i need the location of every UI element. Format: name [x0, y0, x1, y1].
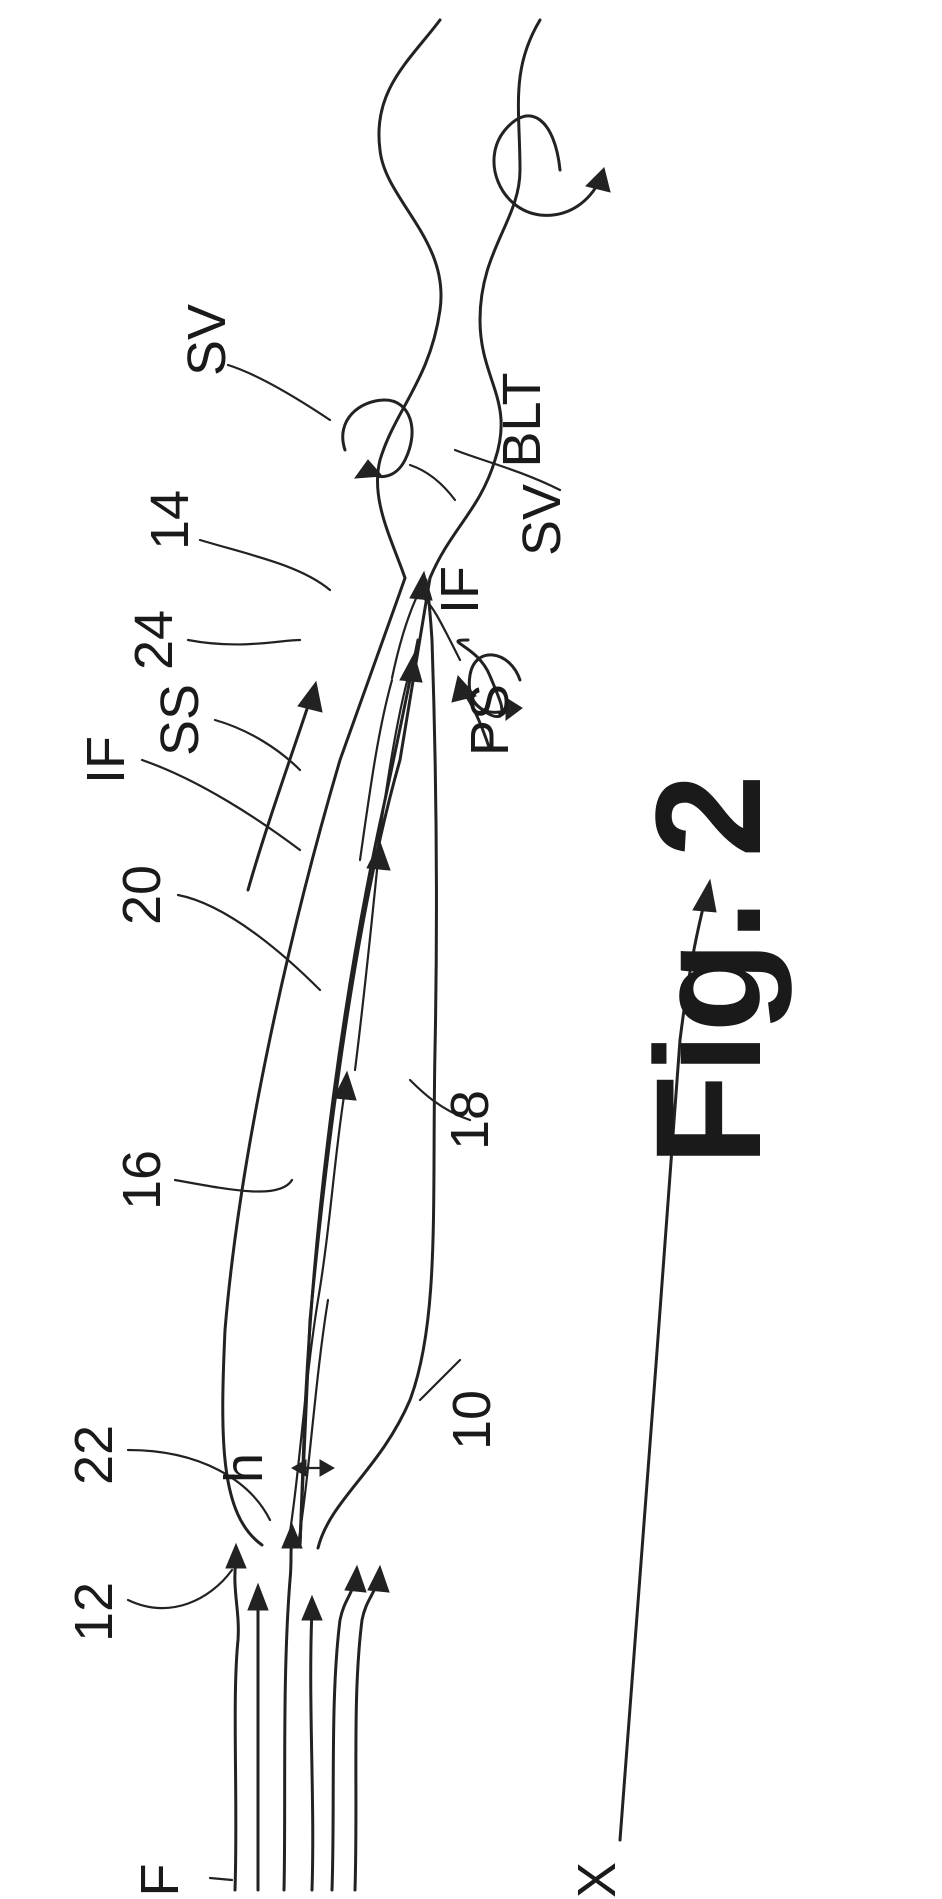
label-20: 20 — [112, 865, 172, 925]
airfoil-body — [223, 578, 437, 1548]
figure-caption: Fig. 2 — [624, 774, 792, 1166]
label-14: 14 — [140, 490, 200, 550]
label-F: F — [130, 1864, 190, 1897]
label-10: 10 — [442, 1390, 502, 1450]
label-BLT: BLT — [492, 372, 552, 467]
label-X: X — [567, 1862, 627, 1898]
label-SS: SS — [150, 684, 210, 756]
flow-arrows-F — [226, 1524, 389, 1890]
label-24: 24 — [124, 610, 184, 670]
label-IF-tip: IF — [430, 566, 490, 614]
label-22: 22 — [64, 1425, 124, 1485]
labels: F X 12 22 h 10 16 18 20 IF SS PS 24 IF 1… — [64, 304, 627, 1898]
label-18: 18 — [440, 1090, 500, 1150]
label-h: h — [214, 1453, 274, 1483]
label-PS: PS — [460, 684, 520, 756]
label-IF-main: IF — [76, 736, 136, 784]
vortex-wake — [494, 116, 610, 215]
label-SV-lower: SV — [512, 484, 572, 556]
label-SV-upper: SV — [177, 304, 237, 376]
label-16: 16 — [112, 1150, 172, 1210]
label-12: 12 — [64, 1582, 124, 1642]
